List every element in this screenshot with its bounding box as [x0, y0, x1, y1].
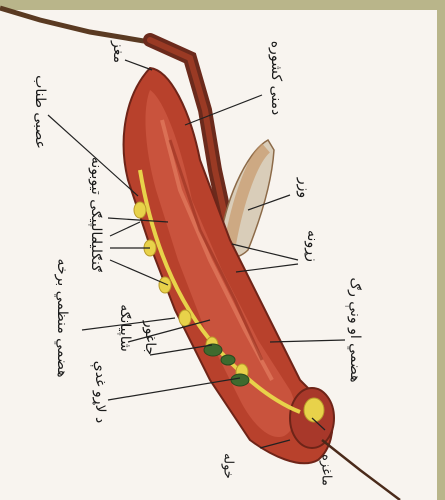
- ganglion-node: [134, 202, 146, 218]
- pointer-ganglia-1: [110, 222, 140, 236]
- label-gut: شاپیانګه: [118, 304, 132, 352]
- label-mouth: خوله: [222, 453, 235, 479]
- label-trachea: زړونه: [305, 230, 319, 262]
- antenna-lower: [322, 440, 400, 500]
- label-stomach: جاغور: [143, 321, 157, 355]
- label-salivary-gland: د لاړو غدې: [93, 361, 107, 423]
- brain-ganglion: [304, 398, 324, 422]
- label-dorsal-nerve: عصبی طناب: [33, 75, 47, 149]
- label-brain-head: ماغزه: [320, 454, 333, 486]
- label-malpighian: مالپیګی تیوبونه: [89, 157, 103, 243]
- label-brain: مغز: [111, 41, 125, 63]
- label-dorsal-vessel: دمنی کشوره: [269, 41, 283, 116]
- pointer-trachea-2: [236, 264, 298, 272]
- salivary-gland: [231, 374, 249, 386]
- label-wing: وزر: [297, 178, 311, 198]
- label-ventral-nerve-cord: هضمي منظمي برخه: [55, 259, 69, 378]
- label-ganglia: ګنګلیا: [89, 240, 103, 272]
- label-digestive: هضمي او ونې رګ: [348, 278, 362, 383]
- pointer-brain: [125, 60, 152, 70]
- ganglion-node: [179, 310, 191, 326]
- ganglion-node: [159, 277, 171, 293]
- salivary-gland: [221, 355, 235, 365]
